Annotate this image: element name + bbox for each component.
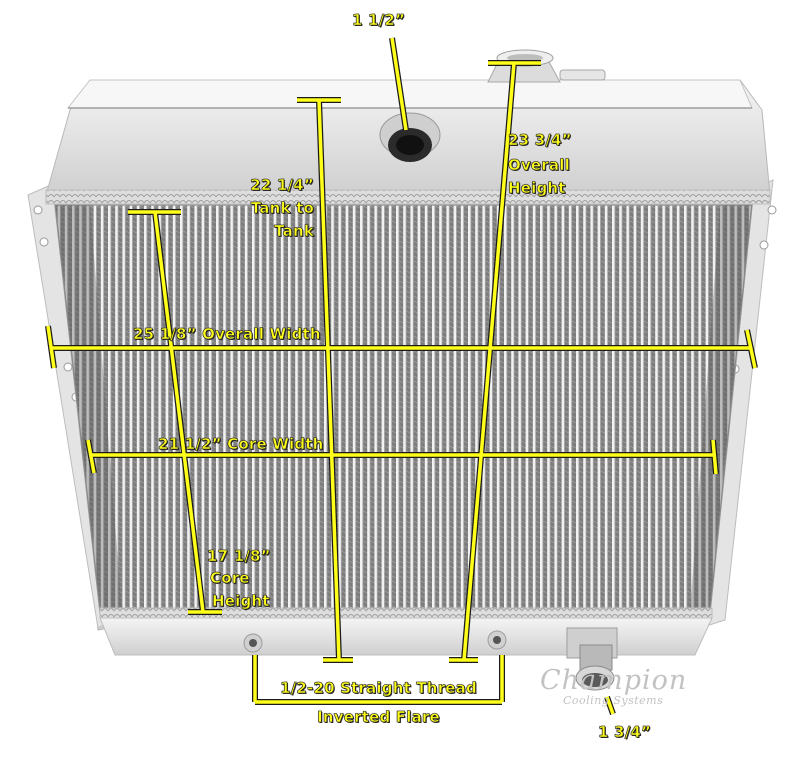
- core-height-line2: Height: [212, 592, 270, 610]
- tank-to-tank-value: 22 1/4”: [250, 176, 314, 194]
- overall-height-value: 23 3/4”: [508, 131, 572, 149]
- watermark-tagline: Cooling Systems: [563, 694, 664, 707]
- drain-fitting-flare-label: Inverted Flare: [317, 708, 440, 726]
- tank-to-tank-line1: Tank to: [250, 199, 315, 217]
- radiator-core: [55, 205, 752, 612]
- inlet-size-label: 1 1/2”: [352, 11, 406, 29]
- outlet-neck: [566, 627, 618, 691]
- core-width-label: 21 1/2” Core Width: [158, 435, 324, 453]
- watermark-brand: Champion: [540, 665, 688, 696]
- overall-width-label: 25 1/8” Overall Width: [133, 325, 321, 343]
- outlet-size-label: 1 3/4”: [598, 723, 652, 741]
- inlet-neck: [379, 112, 441, 162]
- core-height-line1: Core: [210, 569, 250, 587]
- tank-to-tank-line2: Tank: [274, 222, 314, 240]
- bottom-tank: [99, 607, 713, 656]
- overall-height-line1: Overall: [508, 156, 570, 174]
- core-height-value: 17 1/8”: [207, 547, 271, 565]
- drain-fitting-thread-label: 1/2-20 Straight Thread: [280, 679, 477, 697]
- overall-height-line2: Height: [508, 179, 566, 197]
